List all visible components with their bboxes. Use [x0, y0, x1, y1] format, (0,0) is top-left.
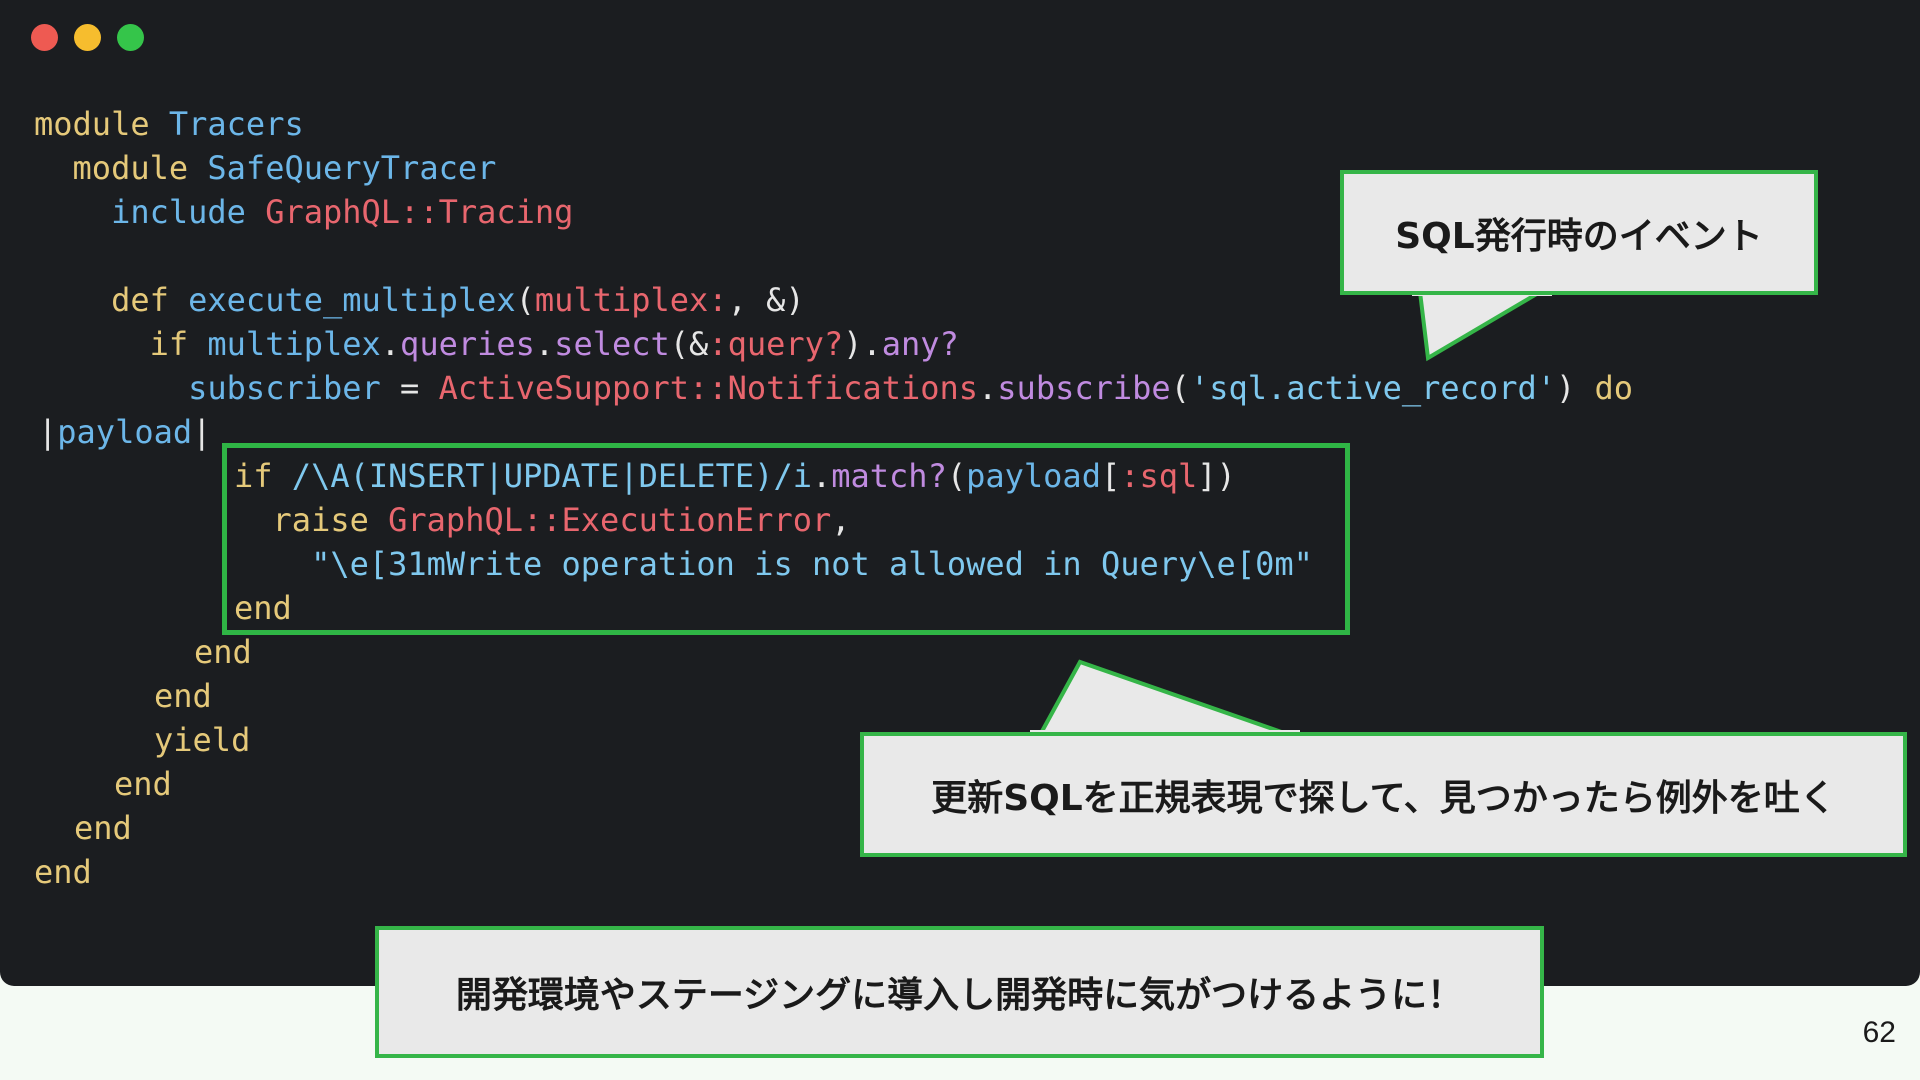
highlight-box [222, 443, 1350, 635]
punctuation: (& [669, 325, 709, 363]
receiver: multiplex [207, 325, 381, 363]
constant: ActiveSupport::Notifications [438, 369, 979, 407]
punctuation: . [862, 325, 882, 363]
callout-regex-note: 更新SQLを正規表現で探して、見つかったら例外を吐く [860, 732, 1907, 857]
regex-literal: /\A(INSERT|UPDATE|DELETE)/i [291, 457, 812, 495]
keyword: raise [272, 501, 369, 539]
close-window-icon[interactable] [31, 24, 58, 51]
punctuation: ( [946, 457, 967, 495]
code-line-3: include GraphQL::Tracing [34, 190, 573, 234]
punctuation: ) [843, 325, 863, 363]
code-line-2: module SafeQueryTracer [34, 146, 497, 190]
constant: GraphQL::Tracing [265, 193, 574, 231]
code-line-8: if /\A(INSERT|UPDATE|DELETE)/i.match?(pa… [234, 454, 1236, 498]
keyword: module [34, 105, 150, 143]
punctuation: | [192, 413, 212, 451]
code-line-11: end [234, 586, 292, 630]
keyword: end [234, 589, 292, 627]
code-line-1: module Tracers [34, 102, 304, 146]
string-literal: 'sql.active_record' [1189, 369, 1556, 407]
argument: payload [966, 457, 1101, 495]
keyword: if [234, 457, 273, 495]
punctuation: . [380, 325, 401, 363]
code-line-10: "\e[31mWrite operation is not allowed in… [234, 542, 1313, 586]
punctuation: . [978, 369, 998, 407]
code-line-6: subscriber = ActiveSupport::Notification… [34, 366, 1633, 410]
callout-text: 更新SQLを正規表現で探して、見つかったら例外を吐く [931, 777, 1836, 819]
code-line-17: end [34, 850, 92, 894]
code-line-15: end [114, 762, 172, 806]
keyword: end [114, 765, 172, 803]
method-call: queries [400, 325, 535, 363]
code-line-5: if multiplex.queries.select(&:query?).an… [34, 322, 959, 366]
keyword: end [154, 677, 212, 715]
callout-text: SQL発行時のイベント [1395, 215, 1763, 257]
method-call: select [554, 325, 670, 363]
callout-dev-note: 開発環境やステージングに導入し開発時に気がつけるように！ [375, 926, 1544, 1058]
keyword: include [111, 193, 246, 231]
minimize-window-icon[interactable] [74, 24, 101, 51]
punctuation: ( [515, 281, 535, 319]
punctuation: [ [1100, 457, 1121, 495]
string-literal: "\e[31mWrite operation is not allowed in… [311, 545, 1313, 583]
zoom-window-icon[interactable] [117, 24, 144, 51]
punctuation: ) [1555, 369, 1576, 407]
constant: GraphQL::ExecutionError [388, 501, 832, 539]
symbol: :sql [1120, 457, 1198, 495]
punctuation: ( [1170, 369, 1190, 407]
code-line-16: end [74, 806, 132, 850]
code-line-12: end [194, 630, 252, 674]
code-line-4: def execute_multiplex(multiplex:, &) [34, 278, 805, 322]
keyword: end [194, 633, 252, 671]
code-line-14: yield [154, 718, 250, 762]
code-line-13: end [154, 674, 212, 718]
keyword: end [74, 809, 132, 847]
keyword: def [111, 281, 169, 319]
module-name: SafeQueryTracer [207, 149, 497, 187]
parameter: multiplex: [534, 281, 728, 319]
method-call: match? [831, 457, 947, 495]
symbol: :query? [708, 325, 844, 363]
page-number: 62 [1862, 1016, 1896, 1049]
punctuation: . [534, 325, 555, 363]
module-name: Tracers [168, 105, 304, 143]
keyword: if [149, 325, 189, 363]
code-line-9: raise GraphQL::ExecutionError, [234, 498, 851, 542]
punctuation: , &) [727, 281, 805, 319]
punctuation: | [38, 413, 58, 451]
code-line-7: |payload| [38, 410, 211, 454]
callout-sql-event: SQL発行時のイベント [1340, 170, 1818, 295]
punctuation: . [811, 457, 832, 495]
block-param: payload [57, 413, 193, 451]
keyword: end [34, 853, 92, 891]
punctuation: ]) [1197, 457, 1236, 495]
keyword: yield [154, 721, 251, 759]
operator: = [380, 369, 439, 407]
method-call: subscribe [997, 369, 1171, 407]
callout-text: 開発環境やステージングに導入し開発時に気がつけるように！ [455, 975, 1464, 1016]
method-call: any? [881, 325, 959, 363]
keyword: do [1594, 369, 1634, 407]
keyword: module [72, 149, 189, 187]
method-name: execute_multiplex [188, 281, 516, 319]
punctuation: , [831, 501, 851, 539]
variable: subscriber [188, 369, 381, 407]
